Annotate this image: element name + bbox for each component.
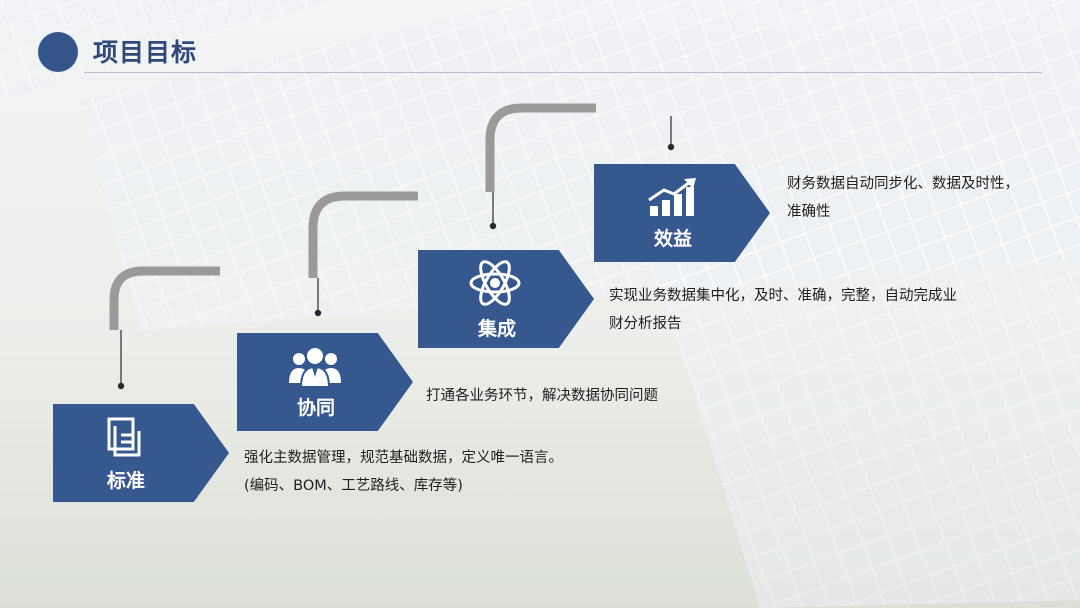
connector-1 (109, 266, 220, 330)
step-standard-desc-line-1: 强化主数据管理，规范基础数据，定义唯一语言。 (244, 450, 563, 466)
step-standard-label: 标准 (106, 470, 145, 492)
step-benefit-desc-line-2: 准确性 (787, 204, 831, 220)
page-title: 项目目标 (93, 38, 198, 67)
title-divider (84, 72, 1042, 73)
connector-3 (485, 103, 596, 192)
connector-2 (308, 191, 418, 278)
step-integration-label: 集成 (477, 318, 516, 340)
pin-dot-2 (314, 309, 322, 317)
step-standard-desc: 强化主数据管理，规范基础数据，定义唯一语言。 (编码、BOM、工艺路线、库存等) (244, 444, 563, 500)
header-circle-marker (38, 32, 78, 72)
step-integration-desc: 实现业务数据集中化，及时、准确，完整，自动完成业 财分析报告 (609, 282, 957, 338)
step-benefit-label: 效益 (653, 228, 692, 250)
document-icon (107, 417, 141, 457)
step-collaboration-desc: 打通各业务环节，解决数据协同问题 (426, 382, 658, 410)
pin-dot-3 (489, 222, 497, 230)
pin-dot-1 (117, 382, 125, 390)
step-standard-desc-line-2: (编码、BOM、工艺路线、库存等) (244, 478, 463, 494)
step-integration-desc-line-2: 财分析报告 (609, 316, 682, 332)
step-collaboration-desc-line-1: 打通各业务环节，解决数据协同问题 (426, 388, 658, 404)
step-collaboration-label: 协同 (296, 397, 335, 419)
growth-chart-icon (648, 178, 696, 216)
step-benefit-desc-line-1: 财务数据自动同步化、数据及时性， (787, 176, 1019, 192)
step-integration-arrow (418, 250, 594, 348)
step-standard-arrow (53, 404, 229, 502)
pin-dot-4 (667, 143, 675, 151)
team-icon (289, 348, 341, 388)
step-integration-desc-line-1: 实现业务数据集中化，及时、准确，完整，自动完成业 (609, 288, 957, 304)
step-benefit-desc: 财务数据自动同步化、数据及时性， 准确性 (787, 170, 1019, 226)
atom-icon (469, 260, 521, 306)
